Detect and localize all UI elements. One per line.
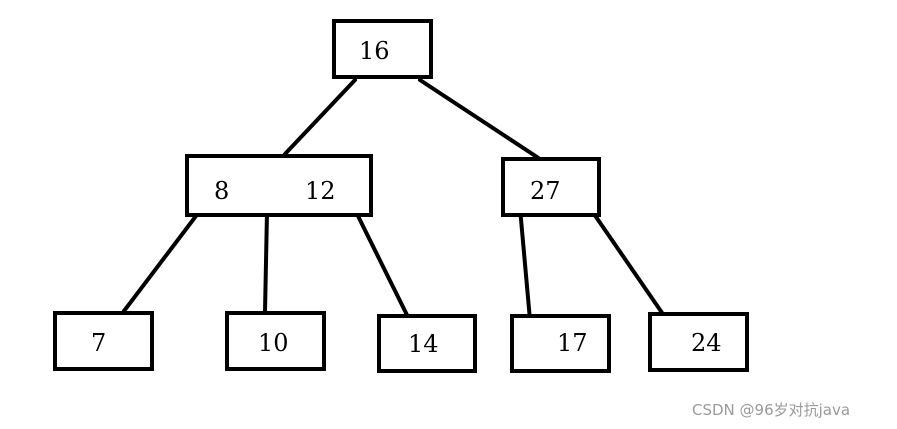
tree-leaf-17: 17 xyxy=(510,314,611,373)
node-key: 8 xyxy=(214,177,229,205)
edge-root-to-node-27 xyxy=(418,78,542,161)
tree-leaf-10: 10 xyxy=(225,311,326,371)
node-key: 17 xyxy=(557,329,588,357)
node-key: 16 xyxy=(359,37,390,65)
node-key: 27 xyxy=(530,177,561,205)
tree-node-27: 27 xyxy=(501,157,601,217)
edge-node-8-12-to-leaf-14 xyxy=(356,214,409,317)
edge-node-27-to-leaf-24 xyxy=(592,212,669,322)
edge-root-to-node-8-12 xyxy=(283,78,357,156)
edge-node-27-to-leaf-17 xyxy=(518,206,532,322)
watermark-text: CSDN @96岁对抗java xyxy=(692,401,850,419)
edge-node-8-12-to-leaf-10 xyxy=(263,210,269,314)
tree-node-root: 16 xyxy=(332,19,433,79)
tree-leaf-7: 7 xyxy=(53,311,154,371)
node-key: 10 xyxy=(258,329,289,357)
tree-leaf-24: 24 xyxy=(648,312,749,372)
edge-node-8-12-to-leaf-7 xyxy=(122,210,201,313)
node-key: 12 xyxy=(305,177,336,205)
tree-node-8-12: 8 12 xyxy=(185,154,373,217)
node-key: 24 xyxy=(691,329,722,357)
node-key: 7 xyxy=(91,329,106,357)
node-key: 14 xyxy=(408,330,439,358)
tree-leaf-14: 14 xyxy=(377,314,477,373)
